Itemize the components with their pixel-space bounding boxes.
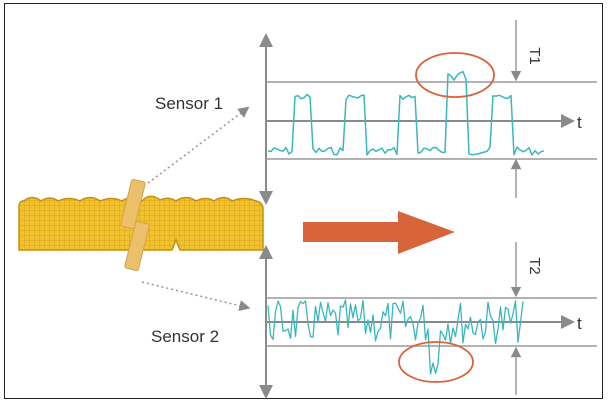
sensor-1-anomaly-highlight (415, 52, 495, 98)
sensor-2-signal (267, 299, 524, 375)
sensor-1-probe (120, 178, 146, 230)
plot-2-threshold-label: T2 (526, 257, 543, 275)
sensor-2-pointer-arrow (141, 281, 251, 312)
sensor-2-plot: T2 t (259, 242, 597, 399)
right-arrow-icon (303, 211, 455, 254)
sensor-1-plot: T1 t (259, 20, 597, 205)
sensor-2-label: Sensor 2 (151, 327, 219, 346)
sensor-1-pointer-arrow (147, 106, 250, 184)
sensor-2-probe (124, 220, 150, 272)
plot-1-threshold-label: T1 (526, 47, 543, 65)
sensor-1-signal (267, 70, 545, 156)
plot-1-time-label: t (577, 113, 582, 132)
material-strip (18, 178, 264, 272)
sensor-1-label: Sensor 1 (155, 94, 223, 113)
sensor-2-anomaly-highlight (398, 341, 474, 383)
plot-2-time-label: t (577, 314, 582, 333)
